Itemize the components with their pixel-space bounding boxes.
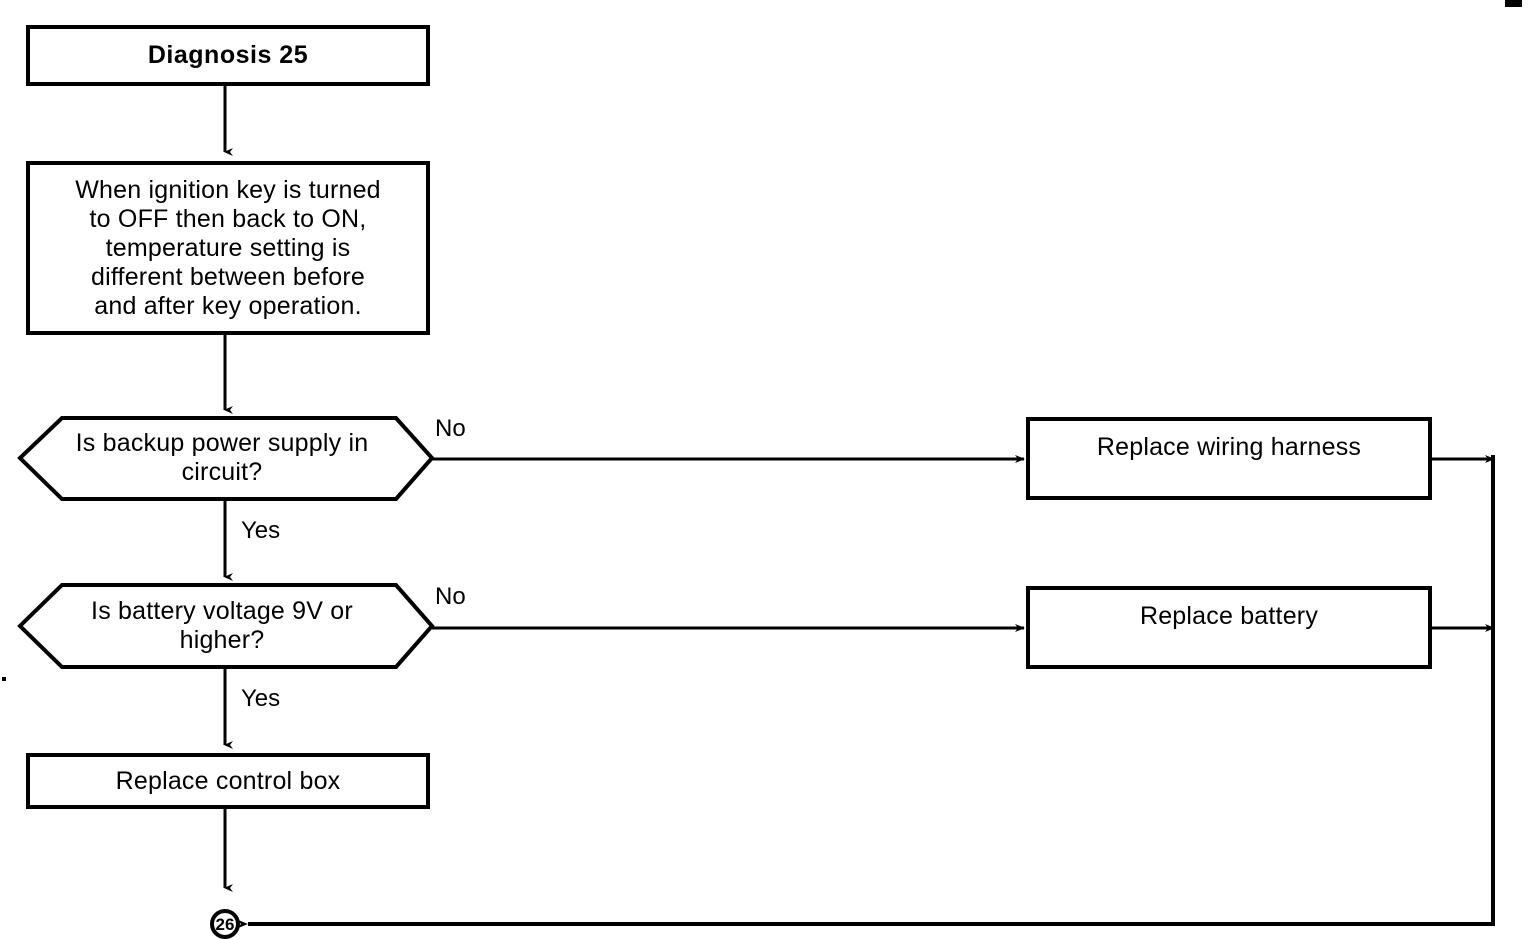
edge-label-backup-no: No xyxy=(435,415,466,442)
node-connector-26-circle[interactable] xyxy=(210,909,240,939)
node-replace-harness-box[interactable] xyxy=(1026,417,1432,500)
node-decision-backup-hexagon[interactable] xyxy=(17,416,435,501)
scan-artifact-left xyxy=(2,677,6,681)
node-connector-26-label: 26 xyxy=(215,915,235,934)
scan-artifact-top-right xyxy=(1505,0,1522,7)
node-decision-voltage-hexagon[interactable] xyxy=(17,583,435,669)
edge-label-voltage-yes: Yes xyxy=(241,685,281,712)
edge-label-voltage-no: No xyxy=(435,583,466,610)
node-replace-control-box[interactable] xyxy=(26,753,430,809)
node-replace-battery-box[interactable] xyxy=(1026,586,1432,669)
node-start-box[interactable] xyxy=(26,25,430,86)
node-symptom-box[interactable] xyxy=(26,161,430,335)
edge-label-backup-yes: Yes xyxy=(241,517,281,544)
